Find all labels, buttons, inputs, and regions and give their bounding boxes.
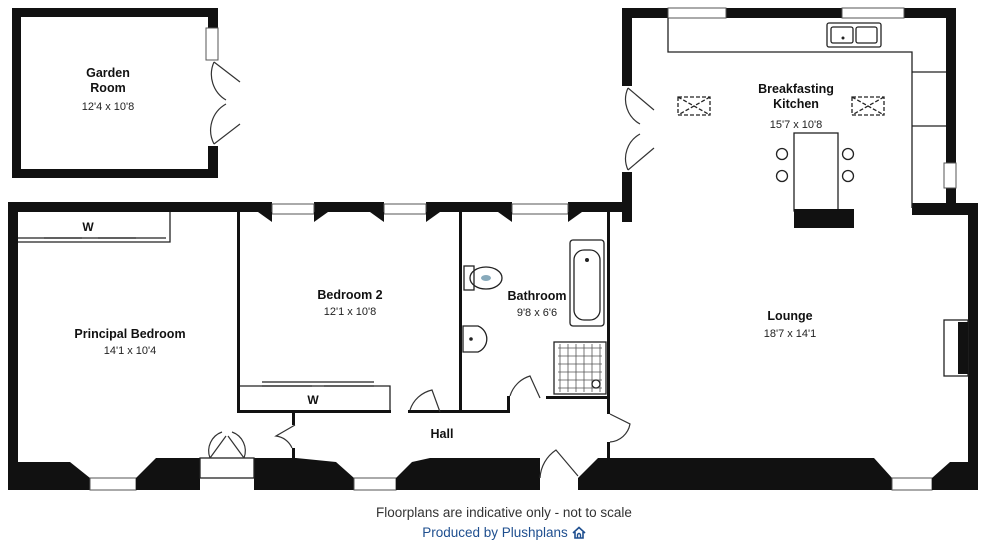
credit-line[interactable]: Produced by Plushplans	[0, 525, 1008, 540]
garden-room-dims: 12'4 x 10'8	[82, 101, 135, 113]
principal-bedroom-dims: 14'1 x 10'4	[104, 345, 157, 357]
kitchen-lounge-walls	[622, 7, 978, 489]
house-icon	[572, 526, 586, 539]
garden-room-name-2: Room	[90, 81, 125, 95]
disclaimer: Floorplans are indicative only - not to …	[376, 505, 632, 520]
shower-tray-pattern	[558, 344, 602, 392]
kitchen-name-2: Kitchen	[773, 97, 819, 111]
wardrobe-principal	[18, 212, 171, 243]
kitchen-name-1: Breakfasting	[758, 82, 834, 96]
garden-room	[12, 8, 241, 178]
bathroom-name: Bathroom	[507, 289, 566, 303]
principal-bedroom-name: Principal Bedroom	[74, 327, 185, 341]
bedroom2-dims: 12'1 x 10'8	[324, 306, 377, 318]
lounge-name: Lounge	[767, 309, 812, 323]
kitchen-fittings	[667, 18, 969, 377]
credit-text: Produced by Plushplans	[422, 525, 568, 540]
wardrobe-bedroom2	[240, 381, 391, 410]
garden-room-name-1: Garden	[86, 66, 130, 80]
wardrobe-label-principal: W	[82, 220, 94, 234]
lounge-dims: 18'7 x 14'1	[764, 328, 817, 340]
kitchen-dims: 15'7 x 10'8	[770, 119, 823, 131]
bathroom-dims: 9'8 x 6'6	[517, 307, 557, 319]
bathroom-fittings	[462, 239, 607, 395]
bedroom2-name: Bedroom 2	[317, 288, 382, 302]
wardrobe-label-bedroom2: W	[307, 393, 319, 407]
main-block-walls	[8, 202, 978, 491]
internal-partitions	[237, 212, 631, 460]
hall-name: Hall	[431, 427, 454, 441]
